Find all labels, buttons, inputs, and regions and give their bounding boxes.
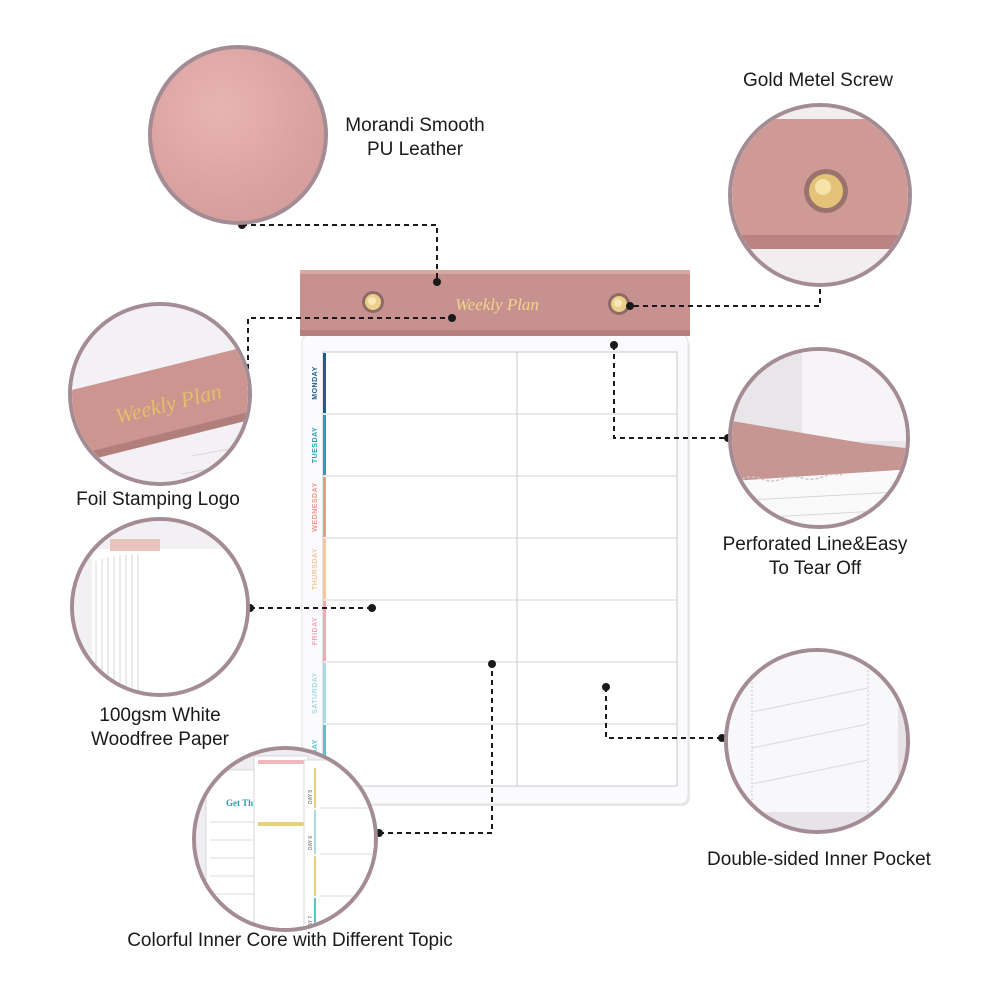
- paper-label-line1: 100gsm White: [99, 705, 221, 726]
- pocket-connector: [605, 687, 722, 739]
- day-bar-monday: [323, 353, 326, 413]
- paper-label: 100gsm White Woodfree Paper: [62, 704, 258, 752]
- inner-pocket-circle: [724, 648, 910, 834]
- logo-label: Foil Stamping Logo: [76, 489, 240, 510]
- foil-logo: Weekly Plan: [455, 295, 539, 314]
- leather-label-line1: Morandi Smooth: [345, 115, 485, 136]
- perforated-label: Perforated Line&Easy To Tear Off: [694, 533, 936, 581]
- leather-label-line2: PU Leather: [366, 139, 464, 160]
- core-day-label: DAY 5: [308, 790, 314, 804]
- day-label-friday: FRIDAY: [312, 617, 319, 645]
- core-label: Colorful Inner Core with Different Topic: [127, 930, 453, 951]
- perforated-connector: [613, 345, 728, 439]
- core-day-label: DAY 6: [308, 836, 314, 850]
- screw-closeup-circle: [728, 103, 912, 287]
- core-day-label: DAY 7: [308, 916, 314, 930]
- day-label-thursday: THURSDAY: [312, 548, 319, 590]
- leather-bar: [300, 270, 690, 336]
- left-screw: [362, 291, 384, 313]
- core-heading: Get Thi: [226, 798, 256, 808]
- core-connector: [379, 664, 493, 834]
- perforated-label-line2: To Tear Off: [768, 558, 862, 579]
- day-label-monday: MONDAY: [312, 366, 319, 399]
- screw-label: Gold Metel Screw: [743, 70, 893, 91]
- day-bar-wednesday: [323, 477, 326, 537]
- pocket-label: Double-sided Inner Pocket: [707, 849, 931, 870]
- right-screw: [608, 293, 630, 315]
- leather-label: Morandi Smooth PU Leather: [320, 114, 510, 162]
- day-label-saturday: SATURDAY: [312, 672, 319, 714]
- day-bar-friday: [323, 601, 326, 661]
- paper-stack-circle: [70, 517, 250, 697]
- paper-label-line2: Woodfree Paper: [90, 729, 229, 750]
- foil-logo-circle: Weekly Plan: [68, 302, 252, 486]
- perforated-label-line1: Perforated Line&Easy: [722, 534, 908, 555]
- leather-connector: [242, 224, 438, 282]
- day-bar-tuesday: [323, 415, 326, 475]
- day-bar-saturday: [323, 663, 326, 723]
- day-label-wednesday: WEDNESDAY: [312, 482, 319, 531]
- perforated-line-circle: [728, 347, 910, 529]
- inner-core-circle: Get Thi DAY 5 DAY 6 DAY 7: [192, 746, 378, 932]
- day-bar-thursday: [323, 539, 326, 599]
- leather-texture-circle: [148, 45, 328, 225]
- day-label-tuesday: TUESDAY: [312, 427, 319, 463]
